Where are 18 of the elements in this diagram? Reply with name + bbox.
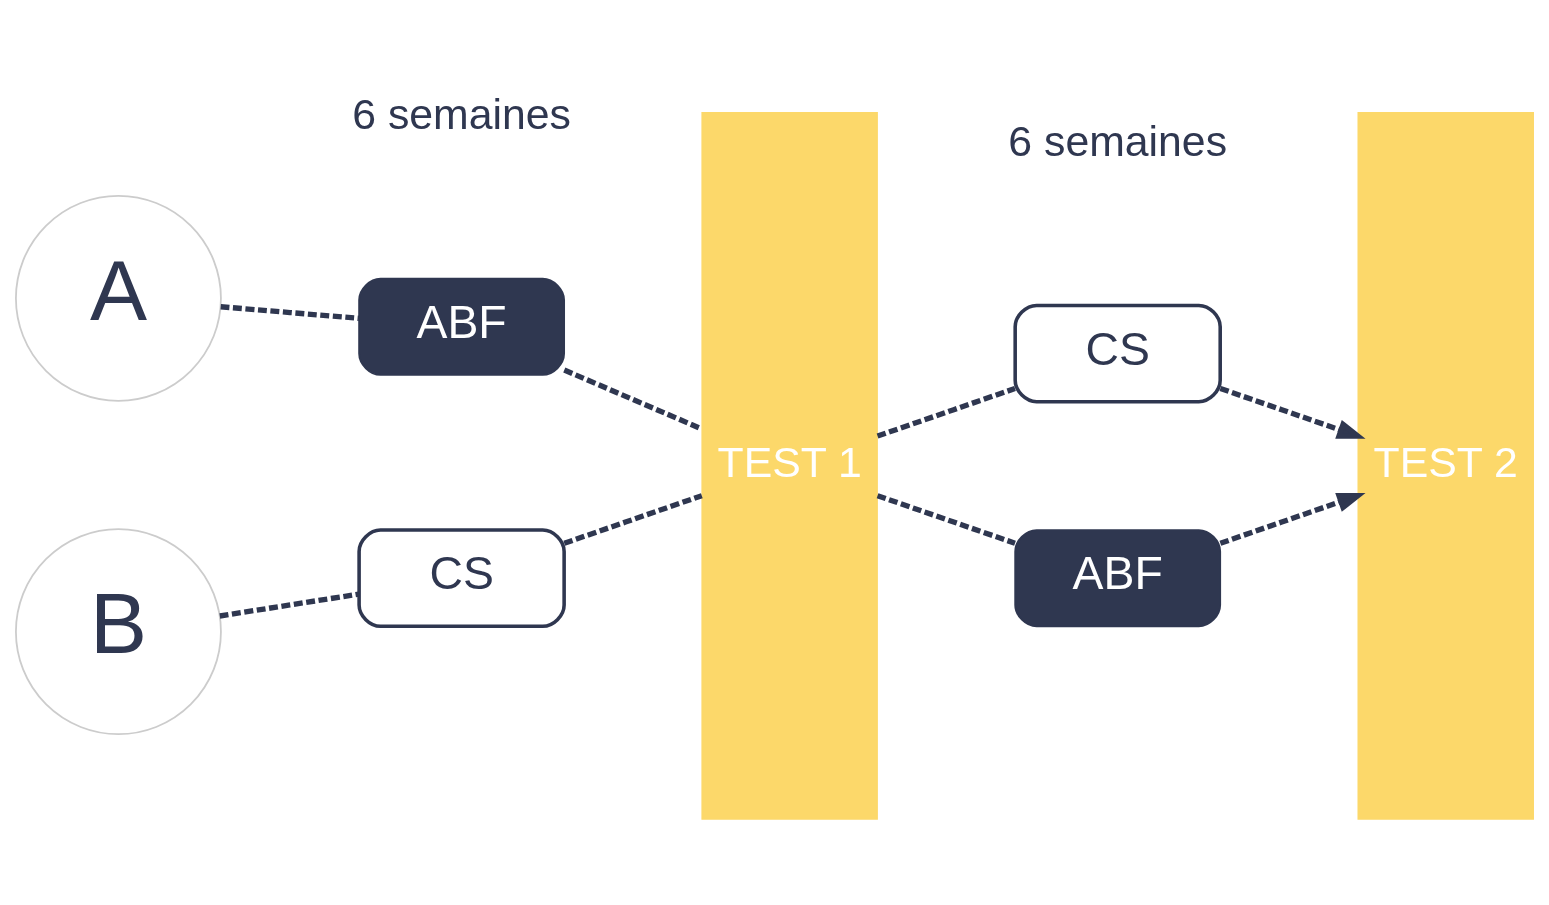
connector xyxy=(563,493,703,546)
connector xyxy=(219,591,360,619)
node-box: CS xyxy=(357,528,566,629)
connector xyxy=(876,493,1016,546)
label: 6 semaines xyxy=(352,90,571,139)
node-circle: B xyxy=(15,528,222,736)
label: 6 semaines xyxy=(1008,117,1228,166)
node-box: ABF xyxy=(1014,529,1222,628)
connector xyxy=(563,367,703,432)
connector xyxy=(220,304,360,321)
node-box: CS xyxy=(1013,303,1222,404)
arrow xyxy=(1219,385,1366,439)
node-box: TEST 2 xyxy=(1357,112,1534,820)
connector xyxy=(876,385,1016,439)
node-box: ABF xyxy=(358,277,565,376)
arrow xyxy=(1219,492,1366,546)
node-circle: A xyxy=(15,194,222,402)
node-box: TEST 1 xyxy=(701,112,878,820)
